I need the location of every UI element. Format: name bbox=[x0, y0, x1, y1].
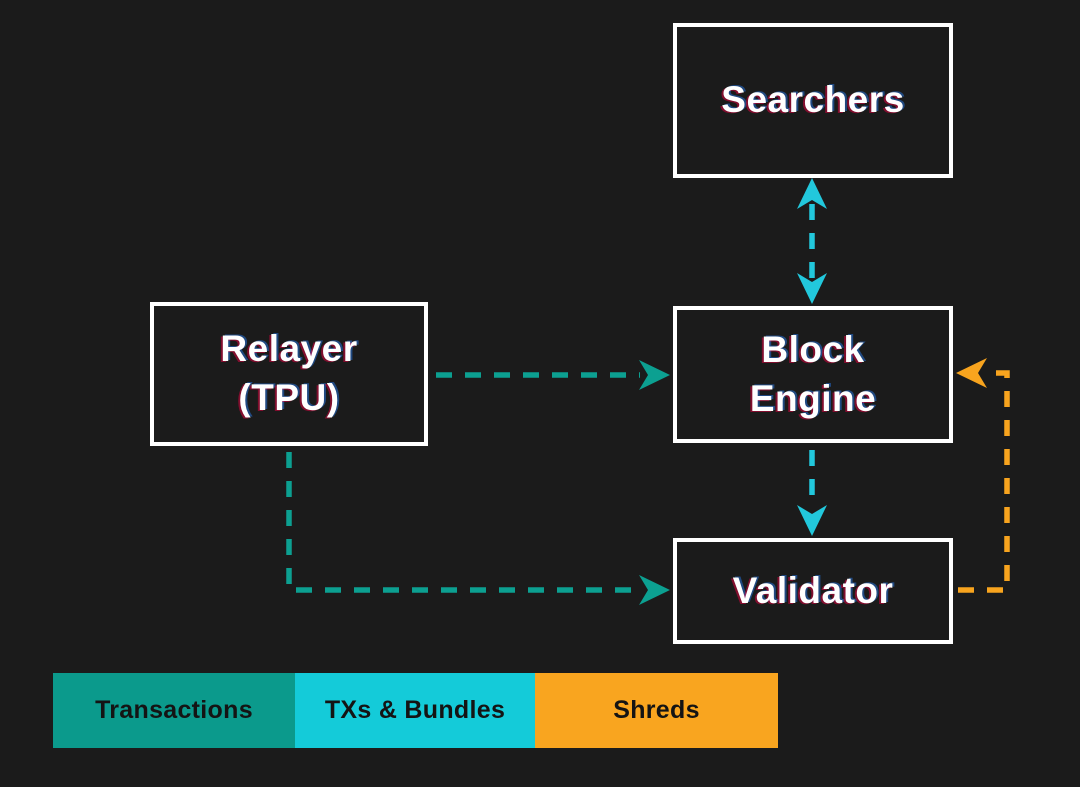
node-block-engine: Block Engine bbox=[673, 306, 953, 443]
legend: Transactions TXs & Bundles Shreds bbox=[53, 673, 778, 748]
node-block-engine-label-line2: Engine bbox=[749, 377, 877, 419]
legend-item-txs-bundles: TXs & Bundles bbox=[295, 673, 535, 748]
edge-relayer-validator bbox=[286, 452, 670, 605]
edge-validator-blockengine bbox=[956, 358, 1010, 593]
arrowhead-down-icon bbox=[797, 505, 827, 536]
node-relayer: Relayer (TPU) bbox=[150, 302, 428, 446]
node-validator-label: Validator bbox=[732, 569, 894, 611]
node-block-engine-label-line1: Block bbox=[761, 328, 865, 370]
node-relayer-label-line1: Relayer bbox=[220, 328, 358, 370]
legend-item-transactions: Transactions bbox=[53, 673, 295, 748]
edge-blockengine-validator bbox=[797, 450, 827, 536]
arrowhead-up-icon bbox=[797, 178, 827, 209]
node-relayer-label-line2: (TPU) bbox=[238, 377, 340, 418]
node-searchers: Searchers bbox=[673, 23, 953, 178]
edge-relayer-blockengine bbox=[436, 360, 670, 390]
arrowhead-right-icon bbox=[639, 575, 670, 605]
edge-searchers-blockengine bbox=[797, 178, 827, 304]
node-searchers-label: Searchers bbox=[721, 79, 905, 121]
arrowhead-left-icon bbox=[956, 358, 987, 388]
arrowhead-down-icon bbox=[797, 273, 827, 304]
legend-item-shreds: Shreds bbox=[535, 673, 778, 748]
legend-label-shreds: Shreds bbox=[613, 696, 700, 724]
legend-label-txs-bundles: TXs & Bundles bbox=[324, 696, 506, 724]
node-validator: Validator bbox=[673, 538, 953, 644]
arrowhead-right-icon bbox=[639, 360, 670, 390]
legend-label-transactions: Transactions bbox=[95, 696, 253, 724]
